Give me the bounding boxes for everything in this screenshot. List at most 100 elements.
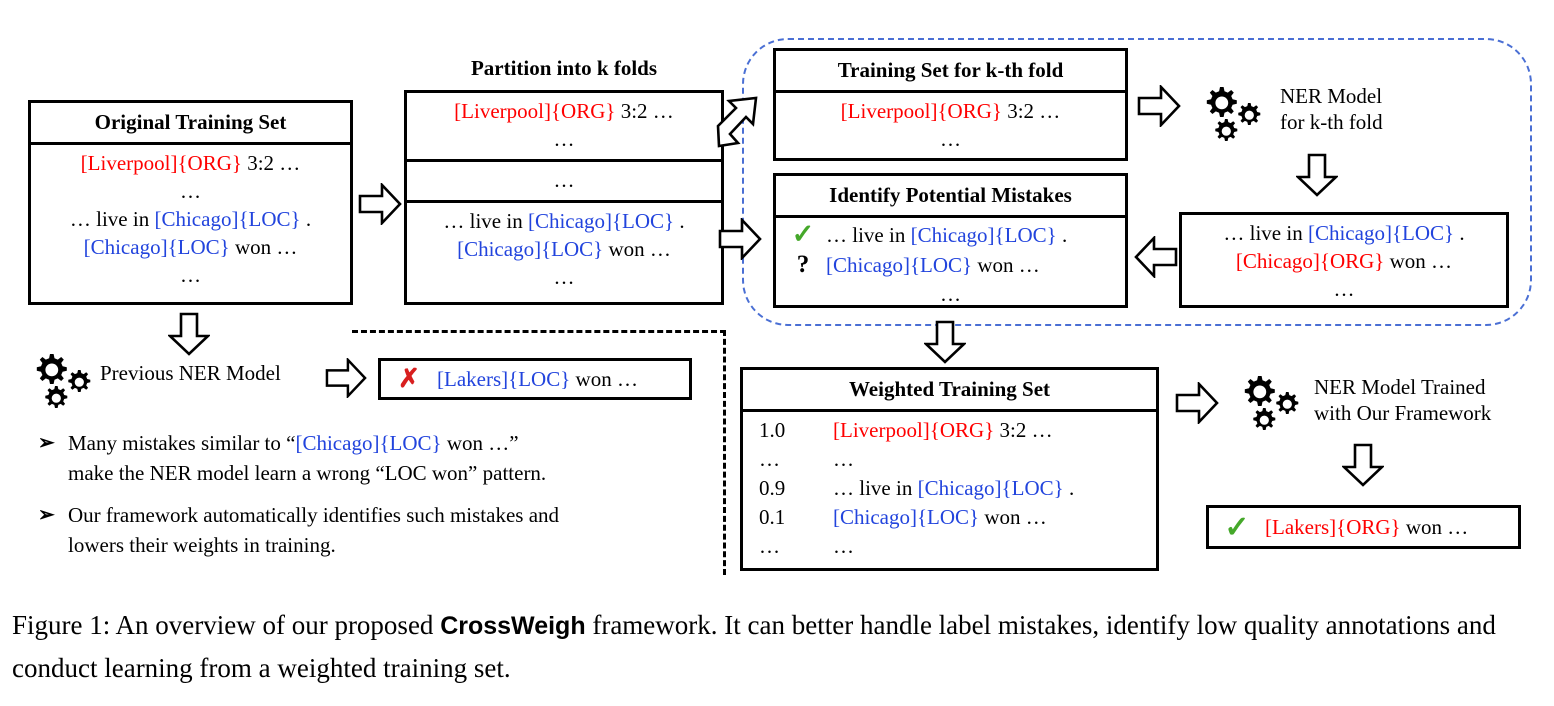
text-span: … live in bbox=[833, 476, 918, 500]
gears-icon bbox=[1198, 85, 1264, 152]
caption-brand: CrossWeigh bbox=[440, 612, 586, 640]
text-span: won … bbox=[570, 366, 638, 391]
weighted-row: 0.9… live in [Chicago]{LOC} . bbox=[747, 474, 1150, 503]
arrow-final-model-to-result bbox=[1342, 443, 1384, 487]
cross-validation-region bbox=[742, 38, 1532, 326]
gears-icon-previous bbox=[28, 352, 94, 419]
gears-icon-final bbox=[1236, 374, 1302, 441]
weighted-sentence: [Liverpool]{ORG} 3:2 … bbox=[833, 416, 1150, 445]
text-span: [Chicago]{LOC} bbox=[833, 505, 980, 529]
text-span: … live in bbox=[443, 209, 528, 233]
text-span: … live in bbox=[826, 223, 911, 247]
fold-section: … bbox=[407, 162, 721, 203]
text-span: . bbox=[1056, 223, 1068, 247]
fold-section: [Liverpool]{ORG} 3:2 …… bbox=[407, 93, 721, 162]
text-line: [Liverpool]{ORG} 3:2 … bbox=[411, 97, 717, 125]
weighted-sentence: … bbox=[833, 445, 1150, 474]
row-mark: ✓ bbox=[780, 221, 826, 251]
text-span: [Liverpool]{ORG} bbox=[833, 418, 995, 442]
text-span: … bbox=[180, 263, 201, 287]
weighted-sentence: [Chicago]{LOC} won … bbox=[833, 503, 1150, 532]
final-model-label-line2: with Our Framework bbox=[1314, 401, 1492, 425]
text-span: [Chicago]{LOC} bbox=[83, 235, 230, 259]
text-line: [Liverpool]{ORG} 3:2 … bbox=[37, 149, 344, 177]
previous-model-result-text: [Lakers]{LOC} won … bbox=[437, 367, 638, 392]
weight-value: 0.1 bbox=[759, 505, 786, 529]
final-model-result-box: ✓ [Lakers]{ORG} won … bbox=[1206, 505, 1521, 549]
text-span: [Liverpool]{ORG} bbox=[80, 151, 242, 175]
text-line: [Chicago]{LOC} won … bbox=[826, 251, 1040, 280]
arrow-partition-to-identify bbox=[718, 218, 762, 260]
text-span: [Chicago]{ORG} bbox=[1235, 249, 1385, 273]
cross-mark-icon: ✗ bbox=[398, 364, 420, 393]
text-span: won … bbox=[1384, 249, 1453, 273]
text-line: … bbox=[940, 280, 961, 309]
text-span: [Chicago]{LOC} bbox=[910, 223, 1057, 247]
text-span: lowers their weights in training. bbox=[68, 533, 336, 557]
text-span: … bbox=[180, 179, 201, 203]
text-span: [Chicago]{LOC} bbox=[457, 237, 604, 261]
text-span: … bbox=[553, 168, 575, 192]
text-span: 3:2 … bbox=[615, 99, 674, 123]
text-span: 3:2 … bbox=[241, 151, 301, 175]
text-span: [Chicago]{LOC} bbox=[154, 207, 301, 231]
partition-folds: [Liverpool]{ORG} 3:2 ………… live in [Chica… bbox=[407, 93, 721, 297]
mistake-row: … bbox=[780, 280, 1121, 309]
weight-value: 1.0 bbox=[759, 418, 786, 442]
arrow-original-to-previous-model bbox=[168, 312, 210, 356]
section-divider-horizontal bbox=[352, 330, 726, 333]
original-training-set-title: Original Training Set bbox=[31, 103, 350, 145]
text-span: won … bbox=[603, 237, 671, 261]
kth-predictions-lines: … live in [Chicago]{LOC} .[Chicago]{ORG}… bbox=[1182, 215, 1506, 309]
text-line: … live in [Chicago]{LOC} . bbox=[826, 221, 1067, 250]
fold-section: … live in [Chicago]{LOC} .[Chicago]{LOC}… bbox=[407, 203, 721, 297]
original-training-set-box: Original Training Set [Liverpool]{ORG} 3… bbox=[28, 100, 353, 305]
identify-mistakes-box: Identify Potential Mistakes ✓… live in [… bbox=[773, 173, 1128, 308]
text-line: … live in [Chicago]{LOC} . bbox=[411, 207, 717, 235]
weighted-sentence: … live in [Chicago]{LOC} . bbox=[833, 474, 1150, 503]
arrow-weighted-to-final-model bbox=[1175, 382, 1219, 424]
text-span: won … bbox=[229, 235, 298, 259]
arrow-partition-to-training-set bbox=[716, 96, 766, 148]
training-set-kth-title: Training Set for k-th fold bbox=[776, 51, 1125, 93]
text-span: … bbox=[1333, 277, 1355, 301]
bullet-item: ➢Many mistakes similar to “[Chicago]{LOC… bbox=[38, 428, 688, 488]
mistake-row: ✓… live in [Chicago]{LOC} . bbox=[780, 221, 1121, 251]
text-span: [Chicago]{LOC} bbox=[527, 209, 675, 233]
text-span: … bbox=[940, 127, 961, 151]
text-span: … bbox=[940, 282, 961, 306]
training-set-kth-box: Training Set for k-th fold [Liverpool]{O… bbox=[773, 48, 1128, 161]
text-span: … live in bbox=[1223, 221, 1308, 245]
text-line: [Chicago]{ORG} won … bbox=[1188, 247, 1500, 275]
figure-caption: Figure 1: An overview of our proposed Cr… bbox=[12, 604, 1542, 689]
text-line: … bbox=[782, 125, 1119, 153]
weighted-row: 0.1 [Chicago]{LOC} won … bbox=[747, 503, 1150, 532]
text-span: . bbox=[1454, 221, 1465, 245]
text-line: … bbox=[411, 263, 717, 291]
text-line: [Chicago]{LOC} won … bbox=[411, 235, 717, 263]
text-span: . bbox=[674, 209, 685, 233]
final-model-result-text: [Lakers]{ORG} won … bbox=[1265, 515, 1468, 540]
text-span: 3:2 … bbox=[1001, 99, 1061, 123]
text-line: … bbox=[1188, 275, 1500, 303]
question-mark-icon: ? bbox=[796, 251, 810, 278]
arrow-original-to-partition bbox=[358, 183, 402, 225]
text-span: . bbox=[300, 207, 312, 231]
weighted-training-set-rows: 1.0[Liverpool]{ORG} 3:2 ………0.9… live in … bbox=[743, 412, 1156, 565]
text-span: won … bbox=[972, 253, 1040, 277]
ner-model-kth-label-line1: NER Model bbox=[1280, 84, 1383, 108]
text-line: … live in [Chicago]{LOC} . bbox=[37, 205, 344, 233]
training-set-kth-lines: [Liverpool]{ORG} 3:2 …… bbox=[776, 93, 1125, 159]
text-span: [Chicago]{LOC} bbox=[826, 253, 973, 277]
text-span: won …” bbox=[441, 431, 519, 455]
row-mark: ? bbox=[780, 251, 826, 280]
weighted-row: 1.0 [Liverpool]{ORG} 3:2 … bbox=[747, 416, 1150, 445]
partition-box: [Liverpool]{ORG} 3:2 ………… live in [Chica… bbox=[404, 90, 724, 305]
text-span: [Lakers]{ORG} bbox=[1265, 514, 1401, 539]
text-span: . bbox=[1063, 476, 1075, 500]
section-divider-vertical bbox=[723, 330, 726, 575]
weighted-training-set-title: Weighted Training Set bbox=[743, 370, 1156, 412]
text-line: [Liverpool]{ORG} 3:2 … bbox=[782, 97, 1119, 125]
identify-mistakes-rows: ✓… live in [Chicago]{LOC} .? [Chicago]{LO… bbox=[776, 218, 1125, 313]
caption-post: framework. It can better handle label mi… bbox=[12, 610, 1496, 683]
